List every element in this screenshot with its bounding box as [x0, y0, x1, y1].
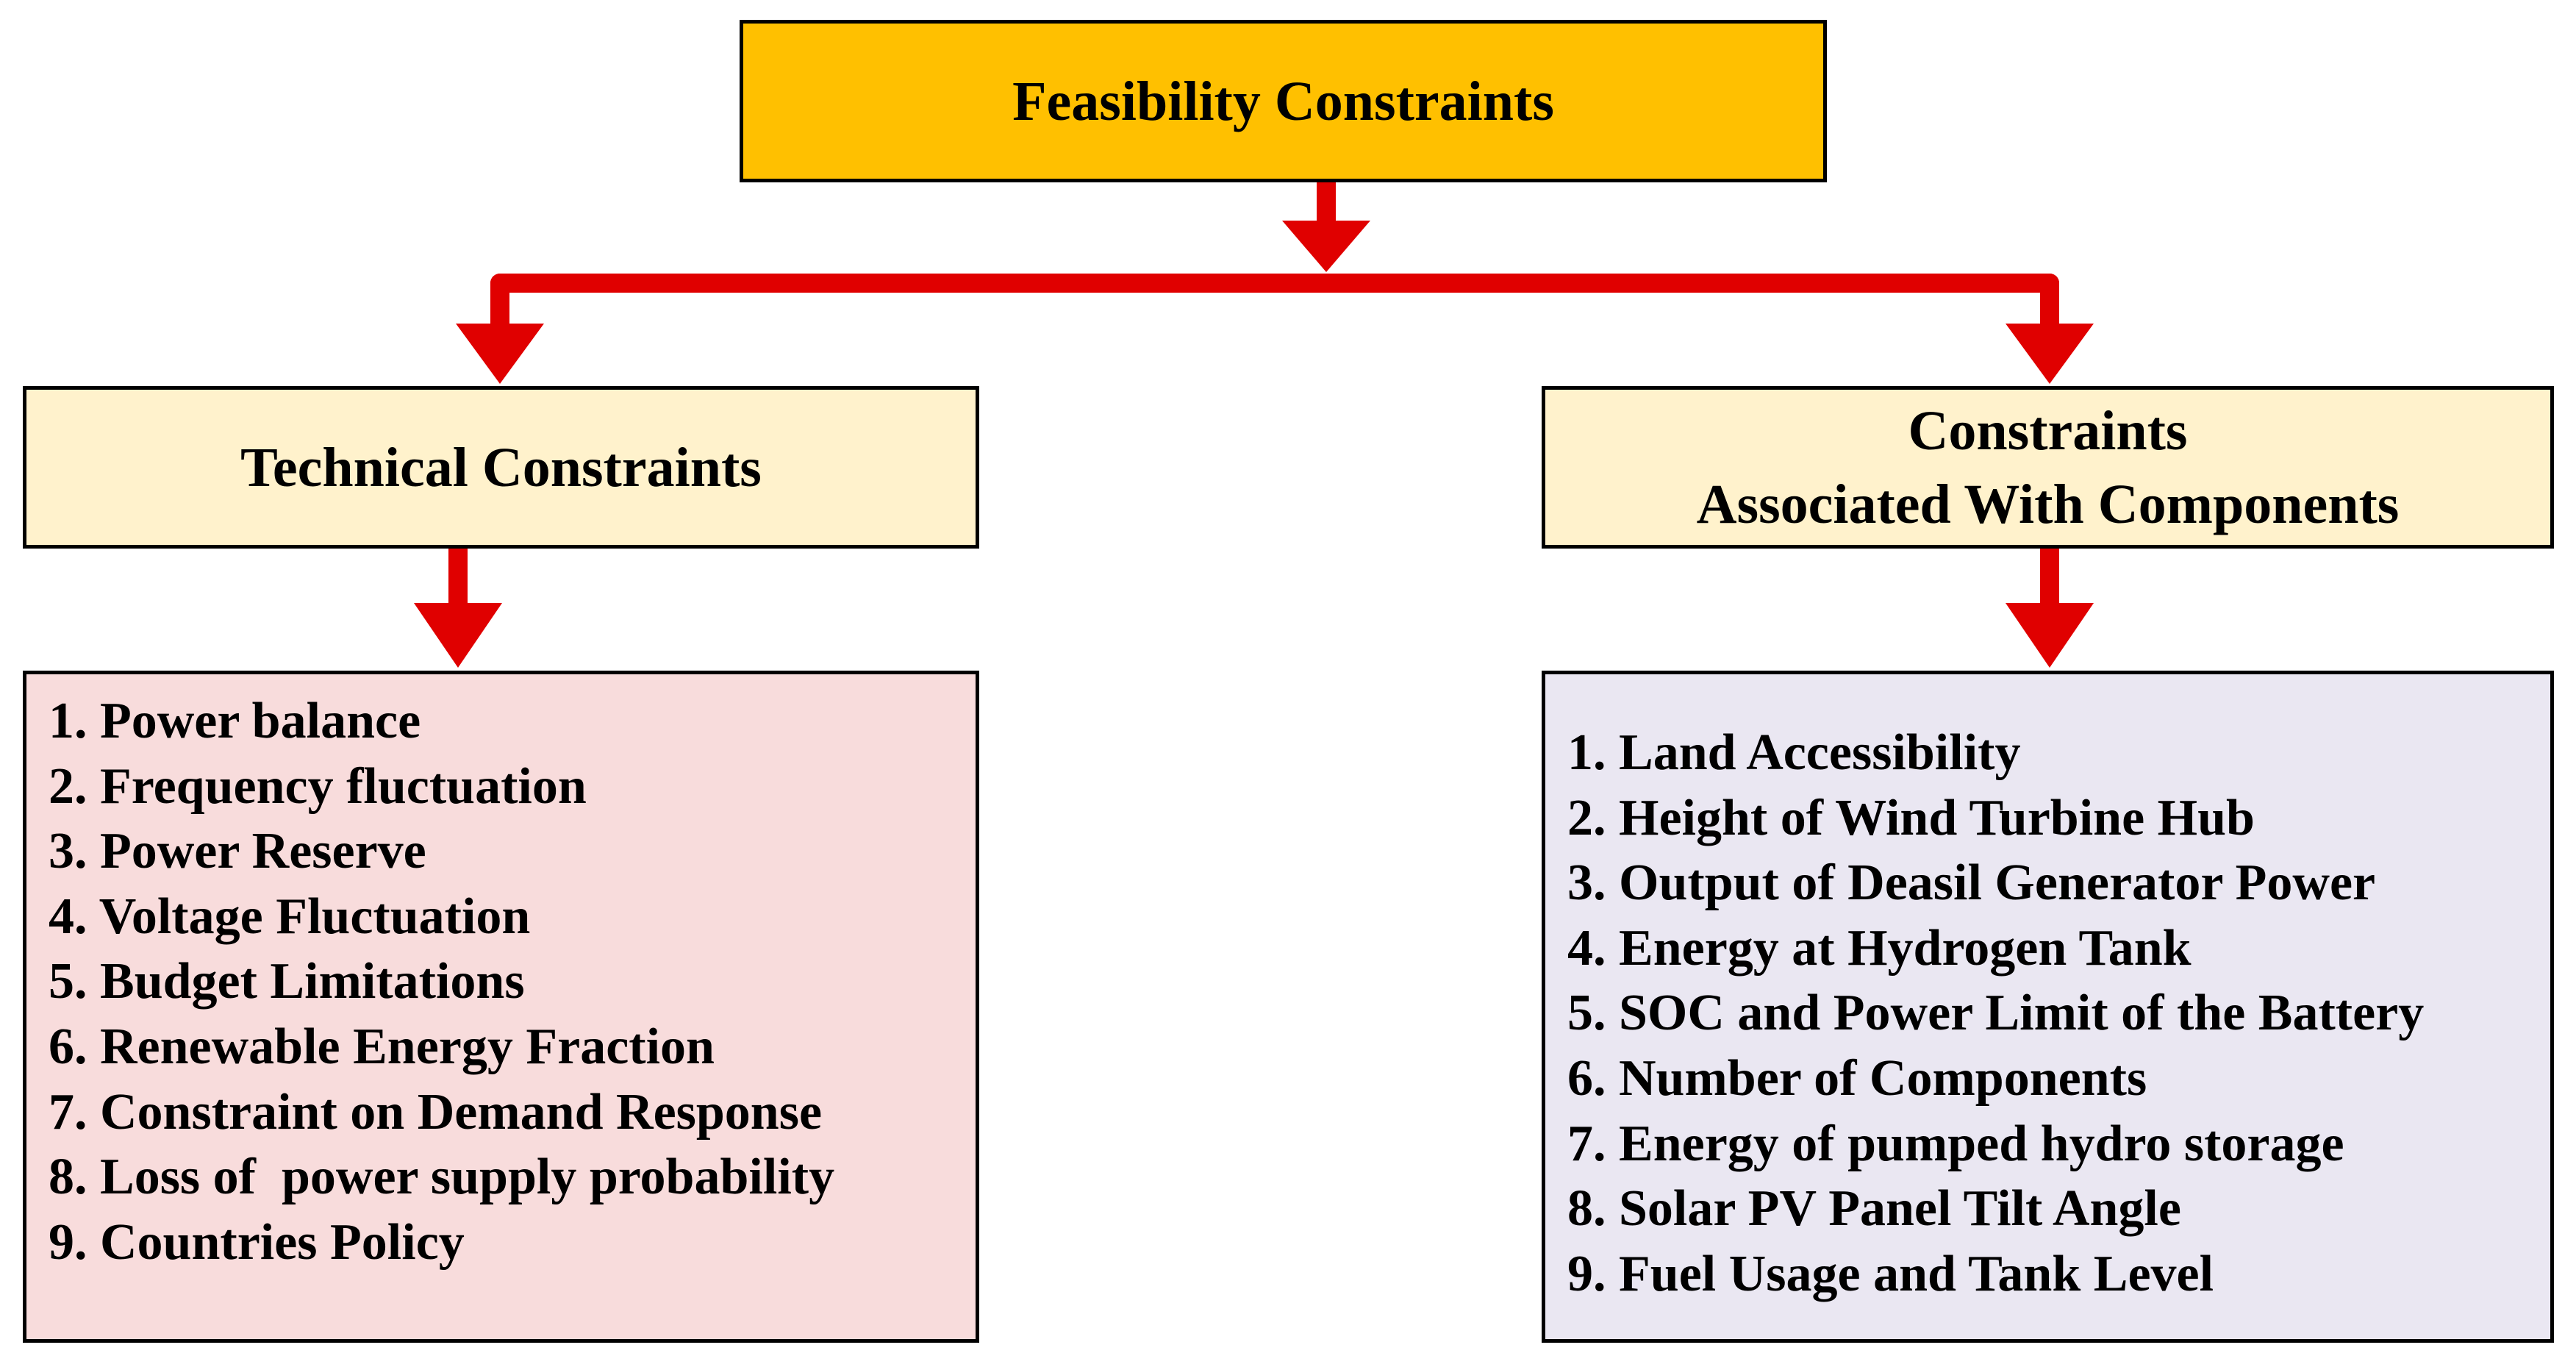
components-title-line1: Constraints: [1908, 399, 2188, 462]
technical-constraints-list: 1. Power balance 2. Frequency fluctuatio…: [23, 671, 979, 1343]
list-item: 9. Fuel Usage and Tank Level: [1567, 1245, 2214, 1302]
list-item: 7. Constraint on Demand Response: [49, 1083, 823, 1141]
list-item: 6. Renewable Energy Fraction: [49, 1018, 715, 1075]
list-item: 7. Energy of pumped hydro storage: [1567, 1115, 2344, 1172]
right-branch-arrowhead: [2006, 324, 2094, 384]
components-arrowhead: [2006, 603, 2094, 668]
list-item: 2. Height of Wind Turbine Hub: [1567, 789, 2255, 846]
list-item: 1. Land Accessibility: [1567, 724, 2021, 781]
list-item: 3. Output of Deasil Generator Power: [1567, 854, 2376, 912]
category-node-component-constraints: Constraints Associated With Components: [1542, 386, 2554, 549]
technical-arrowhead: [414, 603, 502, 668]
list-item: 2. Frequency fluctuation: [49, 757, 587, 815]
list-item: 8. Solar PV Panel Tilt Angle: [1567, 1180, 2181, 1238]
list-item: 1. Power balance: [49, 693, 421, 749]
list-item: 5. SOC and Power Limit of the Battery: [1567, 985, 2425, 1042]
list-item: 5. Budget Limitations: [49, 953, 525, 1010]
components-title-line2: Associated With Components: [1696, 473, 2400, 535]
root-arrowhead: [1282, 221, 1370, 272]
root-node-feasibility-constraints: Feasibility Constraints: [740, 20, 1827, 182]
left-branch-arrowhead: [456, 324, 544, 384]
list-item: 3. Power Reserve: [49, 823, 426, 880]
root-title: Feasibility Constraints: [1012, 70, 1554, 132]
list-item: 9. Countries Policy: [49, 1213, 465, 1271]
component-constraints-list: 1. Land Accessibility 2. Height of Wind …: [1542, 671, 2554, 1343]
list-item: 6. Number of Components: [1567, 1049, 2147, 1107]
list-item: 4. Voltage Fluctuation: [49, 888, 531, 945]
category-node-technical-constraints: Technical Constraints: [23, 386, 979, 549]
technical-title: Technical Constraints: [240, 436, 762, 499]
list-item: 4. Energy at Hydrogen Tank: [1567, 919, 2192, 977]
list-item: 8. Loss of power supply probability: [49, 1149, 835, 1206]
